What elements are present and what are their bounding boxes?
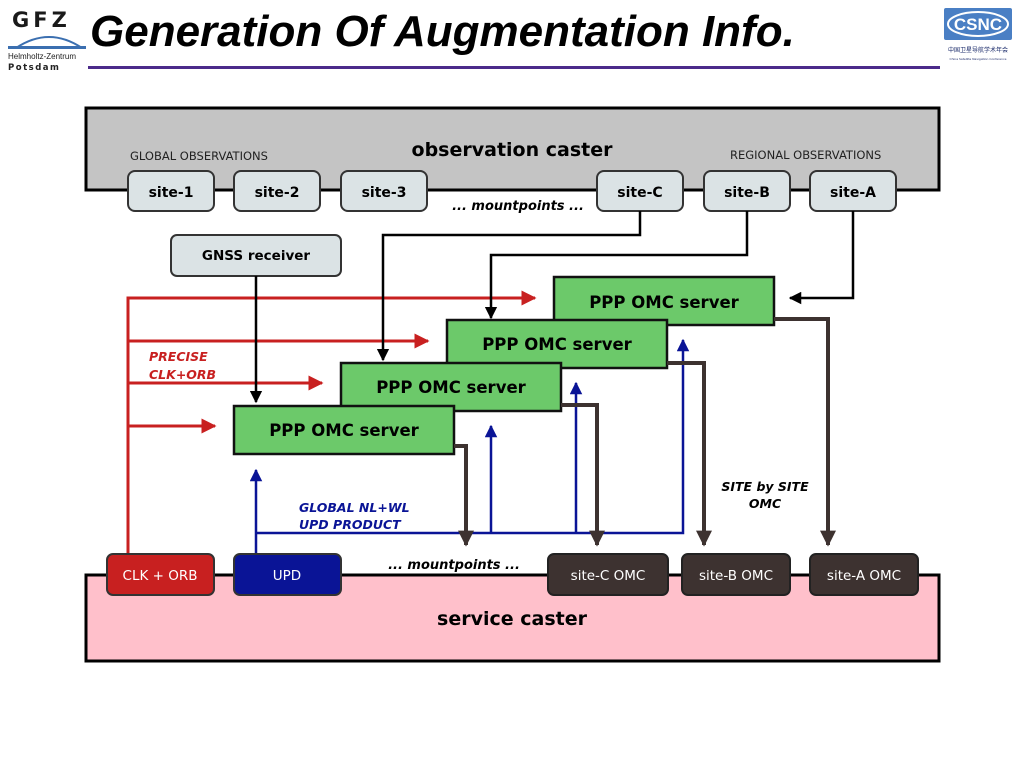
gfz-logo-line1: Helmholtz-Zentrum xyxy=(8,52,77,61)
site-c-omc-mountpoint: site-C OMC xyxy=(547,553,669,596)
csnc-logo-badge xyxy=(944,8,1012,40)
csnc-logo-caption: China Satellite Navigation Conference xyxy=(949,57,1006,61)
service-mountpoints-label: ... mountpoints ... xyxy=(388,558,520,573)
clk-orb-mountpoint: CLK + ORB xyxy=(106,553,215,596)
observation-feed-lines xyxy=(249,211,855,404)
site-box-b: site-B xyxy=(703,170,791,212)
ppp-omc-server-1: PPP OMC server xyxy=(232,404,456,456)
site-by-site-label-line2: OMC xyxy=(749,496,782,511)
observation-mountpoints-label: ... mountpoints ... xyxy=(452,199,584,214)
service-caster-box xyxy=(84,573,941,663)
service-caster-title: service caster xyxy=(437,608,588,630)
csnc-logo-brand: CSNC xyxy=(954,15,1002,34)
site-a-omc-mountpoint: site-A OMC xyxy=(809,553,919,596)
ppp-omc-server-label: PPP OMC server xyxy=(589,293,739,312)
site-label: site-2 xyxy=(255,185,300,201)
ppp-omc-server-label: PPP OMC server xyxy=(482,335,632,354)
page-title: Generation Of Augmentation Info. xyxy=(90,7,795,56)
clk-orb-label: CLK + ORB xyxy=(123,568,198,584)
precise-clk-orb-lines xyxy=(126,290,537,555)
ppp-omc-server-label: PPP OMC server xyxy=(376,378,526,397)
csnc-logo: CSNC 中国卫星导航学术年会 China Satellite Navigati… xyxy=(940,4,1016,64)
site-label: site-C xyxy=(617,185,662,201)
site-omc-label: site-C OMC xyxy=(571,568,646,584)
omc-output-lines xyxy=(454,317,836,547)
site-box-a: site-A xyxy=(809,170,897,212)
precise-label-line1: PRECISE xyxy=(149,349,208,364)
site-label: site-1 xyxy=(149,185,194,201)
ppp-omc-server-3: PPP OMC server xyxy=(445,318,669,370)
precise-label-line2: CLK+ORB xyxy=(149,367,216,382)
observation-caster-title: observation caster xyxy=(412,139,614,161)
gfz-logo: GFZ Helmholtz-Zentrum Potsdam xyxy=(4,6,88,73)
global-upd-label-line2: UPD PRODUCT xyxy=(299,517,402,532)
site-box-1: site-1 xyxy=(127,170,215,212)
site-box-c: site-C xyxy=(596,170,684,212)
gfz-logo-brand: GFZ xyxy=(12,8,71,32)
title-underline xyxy=(88,66,940,69)
site-box-2: site-2 xyxy=(233,170,321,212)
gfz-logo-arc-icon xyxy=(15,36,83,49)
site-omc-label: site-A OMC xyxy=(827,568,901,584)
csnc-logo-subtitle: 中国卫星导航学术年会 xyxy=(948,46,1008,54)
site-by-site-label-line1: SITE by SITE xyxy=(721,479,809,494)
observation-caster-box xyxy=(84,106,941,192)
upd-product-lines xyxy=(249,338,690,555)
upd-mountpoint: UPD xyxy=(233,553,342,596)
upd-label: UPD xyxy=(273,568,301,584)
regional-observations-label: REGIONAL OBSERVATIONS xyxy=(730,148,881,162)
gfz-logo-rule xyxy=(8,46,86,49)
gnss-receiver-box: GNSS receiver xyxy=(170,234,342,277)
global-upd-label-line1: GLOBAL NL+WL xyxy=(299,500,410,515)
site-omc-label: site-B OMC xyxy=(699,568,773,584)
ppp-omc-server-4: PPP OMC server xyxy=(552,275,776,327)
gfz-logo-line2: Potsdam xyxy=(8,63,61,73)
ppp-omc-server-label: PPP OMC server xyxy=(269,421,419,440)
site-b-omc-mountpoint: site-B OMC xyxy=(681,553,791,596)
site-label: site-3 xyxy=(362,185,407,201)
ppp-omc-server-2: PPP OMC server xyxy=(339,361,563,413)
gnss-receiver-label: GNSS receiver xyxy=(202,248,310,264)
site-label: site-A xyxy=(830,185,876,201)
global-observations-label: GLOBAL OBSERVATIONS xyxy=(130,149,268,163)
site-box-3: site-3 xyxy=(340,170,428,212)
site-label: site-B xyxy=(724,185,770,201)
